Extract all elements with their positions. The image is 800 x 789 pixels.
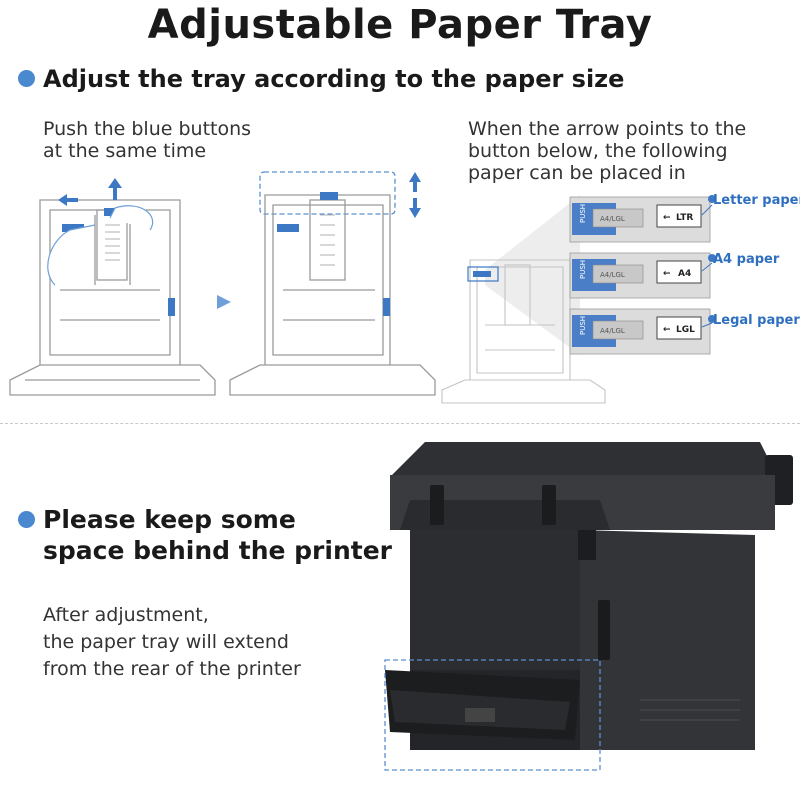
next-step-arrow-icon (217, 295, 231, 309)
left-caption-line1: Push the blue buttons (43, 118, 252, 140)
section2-body-line3: from the rear of the printer (43, 658, 301, 680)
label-letter: Letter paper (713, 193, 800, 208)
section2-heading: Please keep some space behind the printe… (18, 504, 392, 566)
hand-right (109, 205, 154, 231)
tag-lgl: LGL (676, 325, 695, 335)
tag-a4: A4 (678, 269, 691, 279)
arrow-up-down-icon (409, 172, 421, 218)
hand-left (47, 224, 96, 286)
svg-text:←: ← (663, 269, 671, 279)
push-text-3: PUSH (579, 316, 587, 335)
slider-text-2: A4/LGL (600, 271, 625, 279)
svg-text:←: ← (663, 325, 671, 335)
right-caption-line3: paper can be placed in (468, 162, 686, 184)
tray-extension-highlight (384, 659, 601, 771)
bullet-dot (18, 70, 35, 87)
panel-letter: PUSH A4/LGL ← LTR (569, 195, 716, 243)
slider-text-3: A4/LGL (600, 327, 625, 335)
right-caption-line2: button below, the following (468, 140, 728, 162)
push-text-2: PUSH (579, 260, 587, 279)
label-legal: Legal paper (713, 313, 800, 328)
blue-button-side (168, 298, 175, 316)
panel-legal: PUSH A4/LGL ← LGL (569, 308, 716, 355)
zoom-beam (485, 195, 580, 355)
section1-heading: Adjust the tray according to the paper s… (18, 64, 624, 94)
right-caption: When the arrow points to the button belo… (468, 118, 746, 184)
section2-body-line1: After adjustment, (43, 604, 209, 626)
section-divider (0, 423, 800, 424)
highlight-box (259, 171, 396, 215)
zoom-source-box (467, 266, 499, 282)
tray-illustration-push (9, 178, 216, 396)
svg-text:←: ← (663, 213, 671, 223)
tray-illustration-extend (229, 171, 436, 396)
label-a4: A4 paper (713, 252, 780, 267)
right-caption-line1: When the arrow points to the (468, 118, 747, 140)
blue-button-left (62, 224, 84, 232)
page-title: Adjustable Paper Tray (147, 2, 653, 48)
left-caption: Push the blue buttons at the same time (43, 118, 251, 162)
left-caption-line2: at the same time (43, 140, 207, 162)
bullet-dot (18, 511, 35, 528)
tag-ltr: LTR (676, 213, 693, 223)
section2-body-line2: the paper tray will extend (43, 631, 289, 653)
arrow-left-icon (58, 194, 78, 206)
printer-rear-illustration (384, 442, 793, 771)
section2-body: After adjustment, the paper tray will ex… (43, 602, 301, 683)
arrow-up-icon (108, 178, 122, 200)
push-text-1: PUSH (579, 204, 587, 223)
panel-a4: PUSH A4/LGL ← A4 (569, 252, 716, 299)
slider-text-1: A4/LGL (600, 215, 625, 223)
section2-heading-line1: Please keep some (43, 505, 296, 534)
section1-heading-text: Adjust the tray according to the paper s… (43, 65, 625, 93)
tray-size-guide: PUSH A4/LGL ← LTR PUSH A4/LGL ← A4 PUSH … (441, 193, 800, 404)
section2-heading-line2: space behind the printer (43, 536, 392, 565)
